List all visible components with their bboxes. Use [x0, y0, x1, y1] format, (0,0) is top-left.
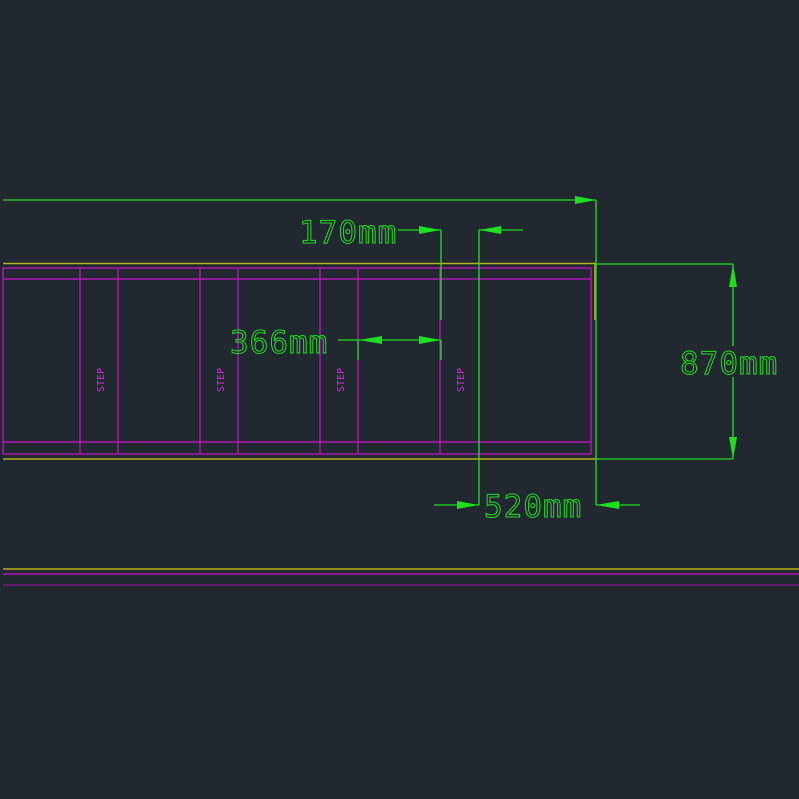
- dimension-label-520: 520mm: [484, 489, 582, 525]
- step-label: STEP: [456, 368, 467, 392]
- step-label: STEP: [216, 368, 227, 392]
- dimension-366: 366mm: [230, 325, 442, 362]
- step-label: STEP: [96, 368, 107, 392]
- dimension-label-366: 366mm: [230, 325, 328, 361]
- dimension-label-170: 170mm: [299, 215, 397, 251]
- steps: STEP STEP STEP STEP: [2, 267, 799, 586]
- dimension-870: 870mm: [596, 263, 778, 460]
- dimension-overall-length: [3, 196, 597, 505]
- dimension-label-870: 870mm: [680, 346, 778, 382]
- dimension-520: 520mm: [434, 489, 640, 526]
- dimension-170: 170mm: [299, 215, 523, 505]
- step-label: STEP: [336, 368, 347, 392]
- stair-outline: [3, 262, 799, 570]
